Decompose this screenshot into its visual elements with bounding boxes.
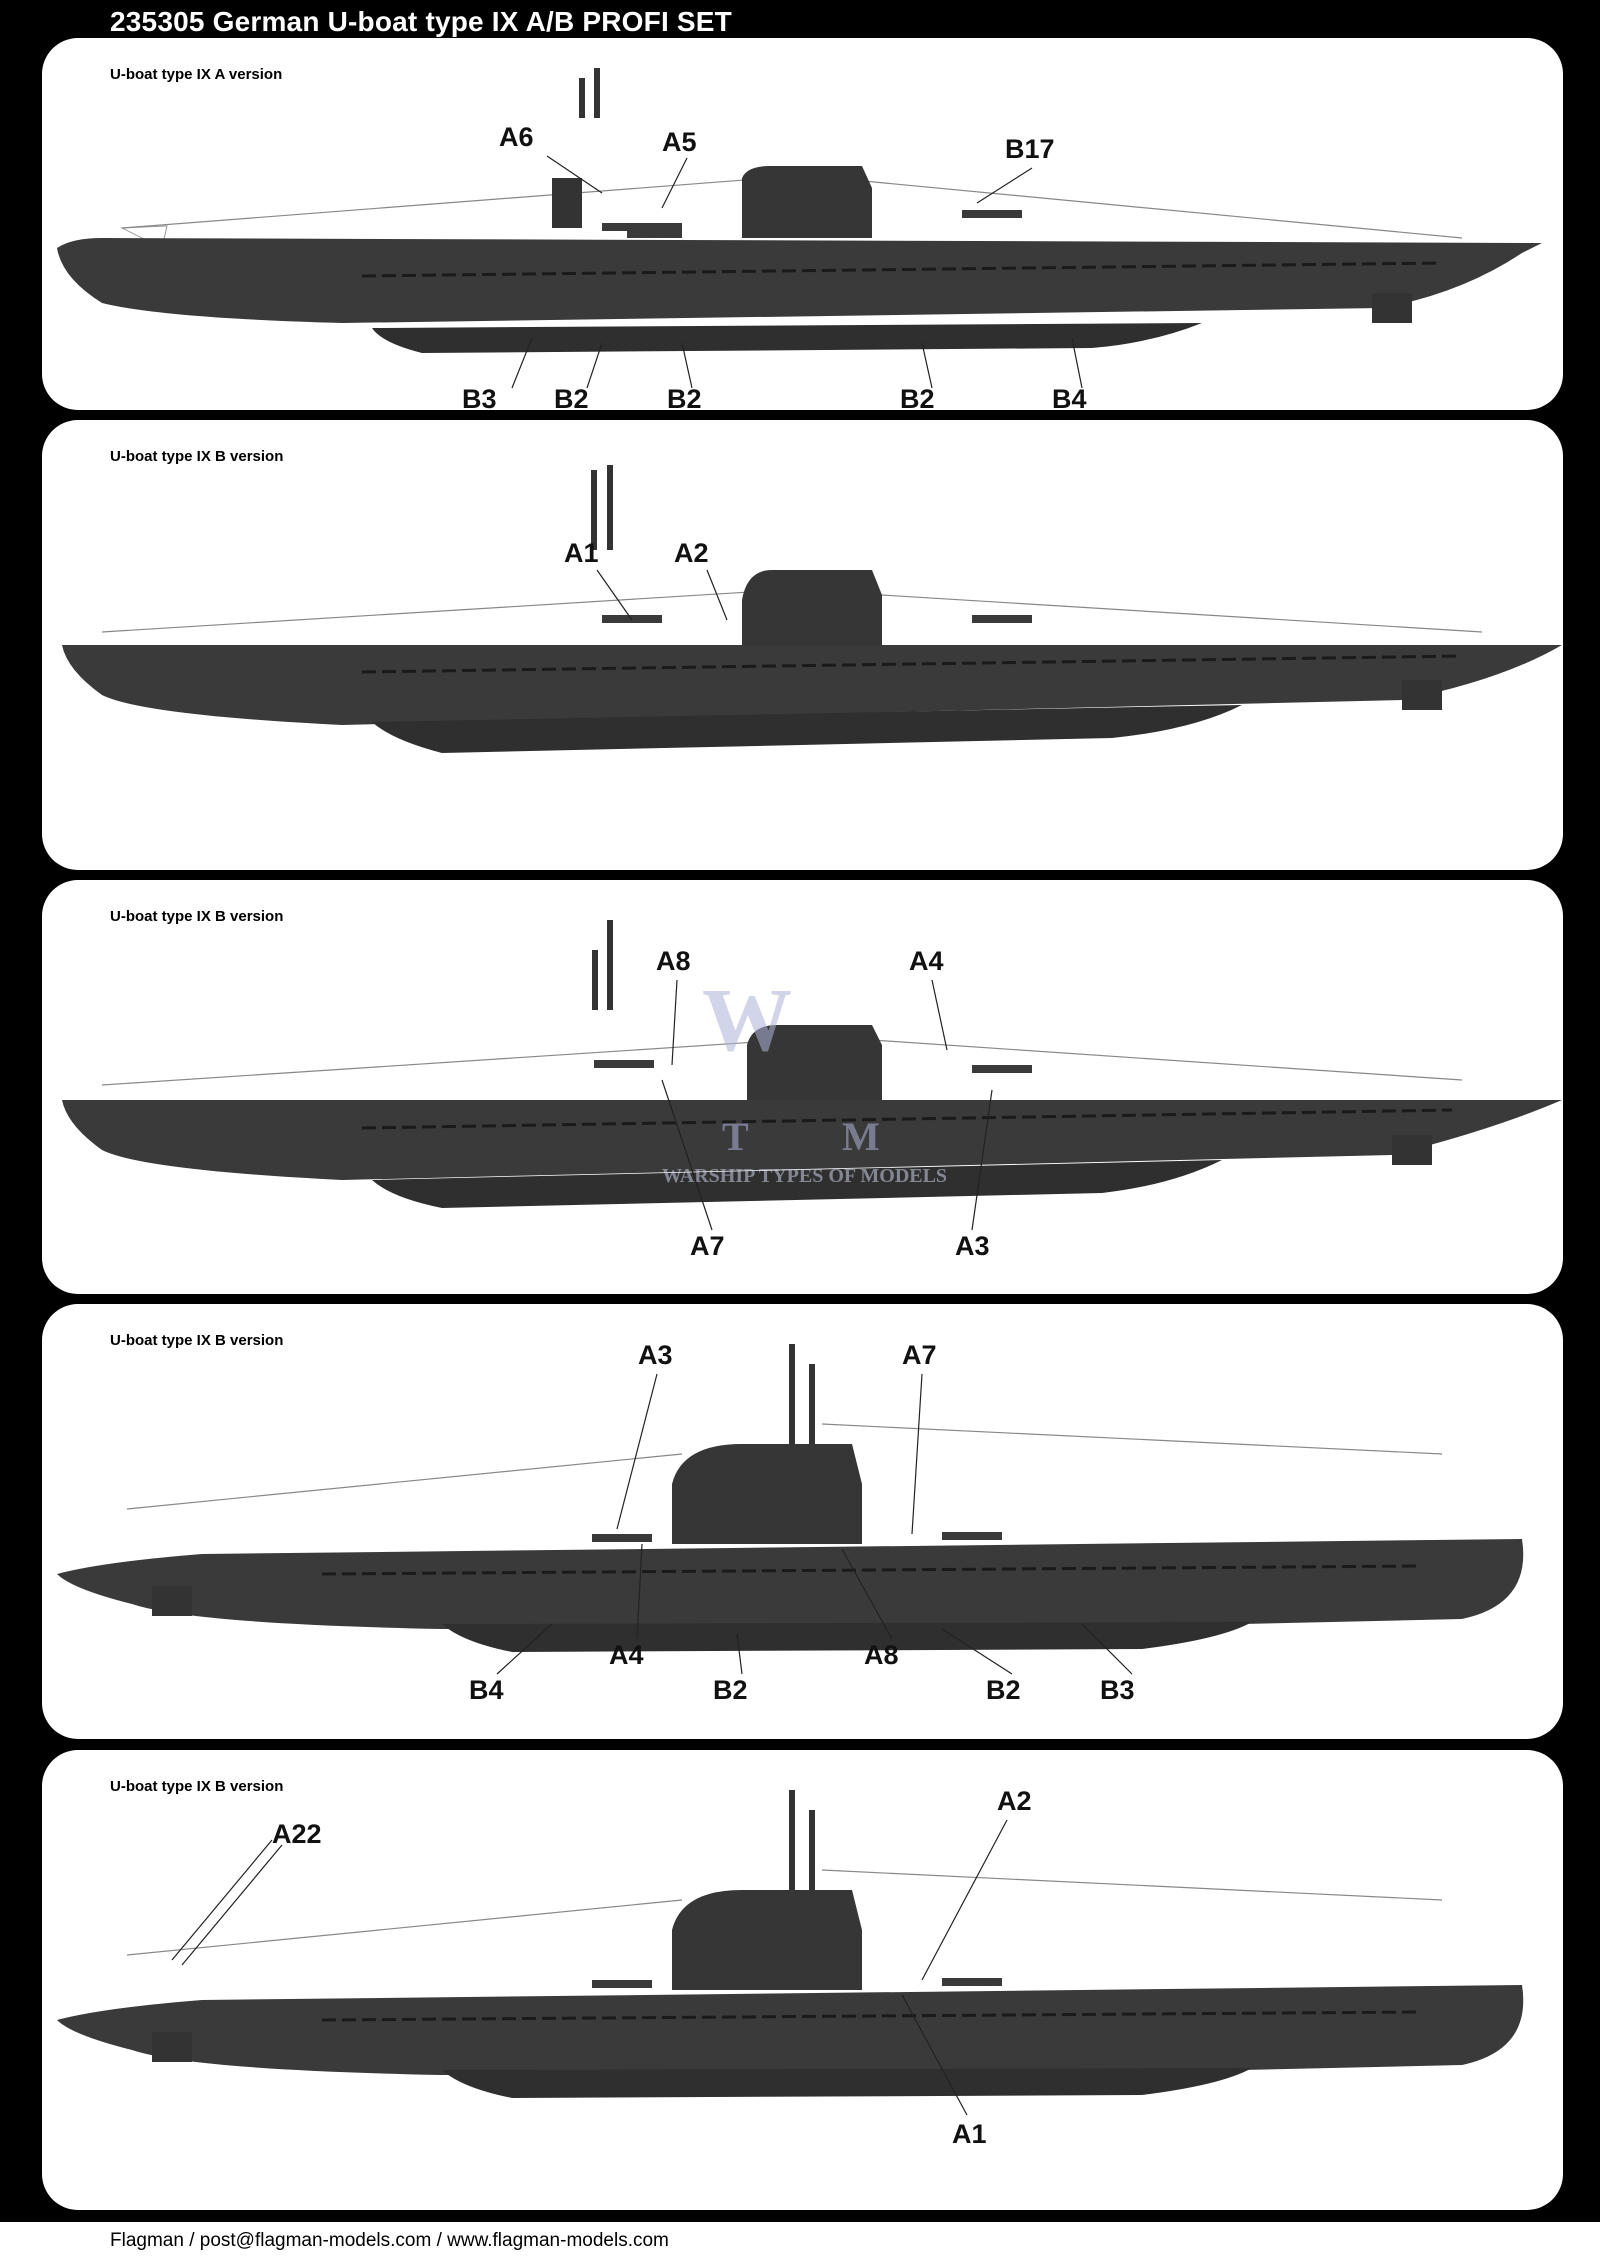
callouts: A6 A5 B17 B3 B2 B2 B2 B4: [462, 122, 1087, 410]
submarine-drawing: A6 A5 B17 B3 B2 B2 B2 B4: [57, 68, 1542, 410]
callout-b4: B4: [469, 1675, 504, 1705]
callout-a7: A7: [690, 1231, 725, 1261]
panel-type-ixb-1: U-boat type IX B version A1 A2: [42, 420, 1563, 870]
submarine-drawing: A22 A2 A1: [57, 1786, 1524, 2149]
leader-lines: [496, 1373, 1133, 1675]
callout-b2: B2: [667, 384, 702, 410]
submarine-profile: [62, 465, 1562, 753]
page-title: 235305 German U-boat type IX A/B PROFI S…: [110, 6, 732, 37]
callout-a6: A6: [499, 122, 534, 152]
leader-lines: [511, 155, 1083, 389]
watermark-letter: M: [842, 1114, 880, 1159]
callout-a3: A3: [638, 1340, 673, 1370]
callout-a3: A3: [955, 1231, 990, 1261]
submarine-profile: [57, 1790, 1524, 2098]
callouts: A22 A2 A1: [171, 1786, 1032, 2149]
watermark-letter: W: [702, 971, 792, 1070]
leader-lines: [171, 1819, 1008, 2116]
panel-label: U-boat type IX B version: [110, 908, 284, 925]
submarine-drawing: W T M WARSHIP TYPES OF MODELS A8 A4 A7 A…: [62, 920, 1562, 1261]
callout-b3: B3: [462, 384, 497, 410]
callouts: A8 A4 A7 A3: [656, 946, 993, 1261]
callout-a1: A1: [564, 538, 599, 568]
callout-a22: A22: [272, 1819, 322, 1849]
panel-type-ixb-3: U-boat type IX B version A3 A7 A4 A8 B4 …: [42, 1304, 1563, 1739]
panel-type-ixa: U-boat type IX A version A6 A5 B17 B3 B2…: [42, 38, 1563, 410]
footer-bar: [0, 2222, 1600, 2263]
callouts: A3 A7 A4 A8 B4 B2 B2 B3: [469, 1340, 1135, 1705]
callout-a8: A8: [864, 1640, 899, 1670]
callout-b4: B4: [1052, 384, 1087, 410]
callout-a2: A2: [674, 538, 709, 568]
watermark-text: WARSHIP TYPES OF MODELS: [662, 1165, 947, 1187]
submarine-profile: [57, 1344, 1524, 1652]
callout-a7: A7: [902, 1340, 937, 1370]
callout-a2: A2: [997, 1786, 1032, 1816]
panel-label: U-boat type IX B version: [110, 1332, 284, 1349]
callout-b17: B17: [1005, 134, 1055, 164]
callout-a8: A8: [656, 946, 691, 976]
leader-lines: [661, 979, 993, 1231]
callout-a1: A1: [952, 2119, 987, 2149]
panel-type-ixb-4: U-boat type IX B version A22 A2 A1: [42, 1750, 1563, 2210]
panel-label: U-boat type IX B version: [110, 448, 284, 465]
watermark-letter: T: [722, 1114, 749, 1159]
callouts: A1 A2: [564, 538, 728, 621]
callout-a5: A5: [662, 127, 697, 157]
callout-a4: A4: [609, 1640, 644, 1670]
panel-type-ixb-2: U-boat type IX B version W T M WARSHIP T…: [42, 880, 1563, 1294]
panel-label: U-boat type IX B version: [110, 1778, 284, 1795]
panel-label: U-boat type IX A version: [110, 66, 283, 83]
callout-b2: B2: [986, 1675, 1021, 1705]
watermark: W T M WARSHIP TYPES OF MODELS: [662, 971, 947, 1187]
leader-lines: [596, 569, 728, 621]
callout-a4: A4: [909, 946, 944, 976]
submarine-profile: [57, 68, 1542, 353]
callout-b2: B2: [900, 384, 935, 410]
callout-b2: B2: [554, 384, 589, 410]
submarine-drawing: A3 A7 A4 A8 B4 B2 B2 B3: [57, 1340, 1524, 1705]
callout-b3: B3: [1100, 1675, 1135, 1705]
footer-credits: Flagman / post@flagman-models.com / www.…: [110, 2230, 669, 2251]
submarine-drawing: A1 A2: [62, 465, 1562, 753]
submarine-profile: [62, 920, 1562, 1208]
callout-b2: B2: [713, 1675, 748, 1705]
